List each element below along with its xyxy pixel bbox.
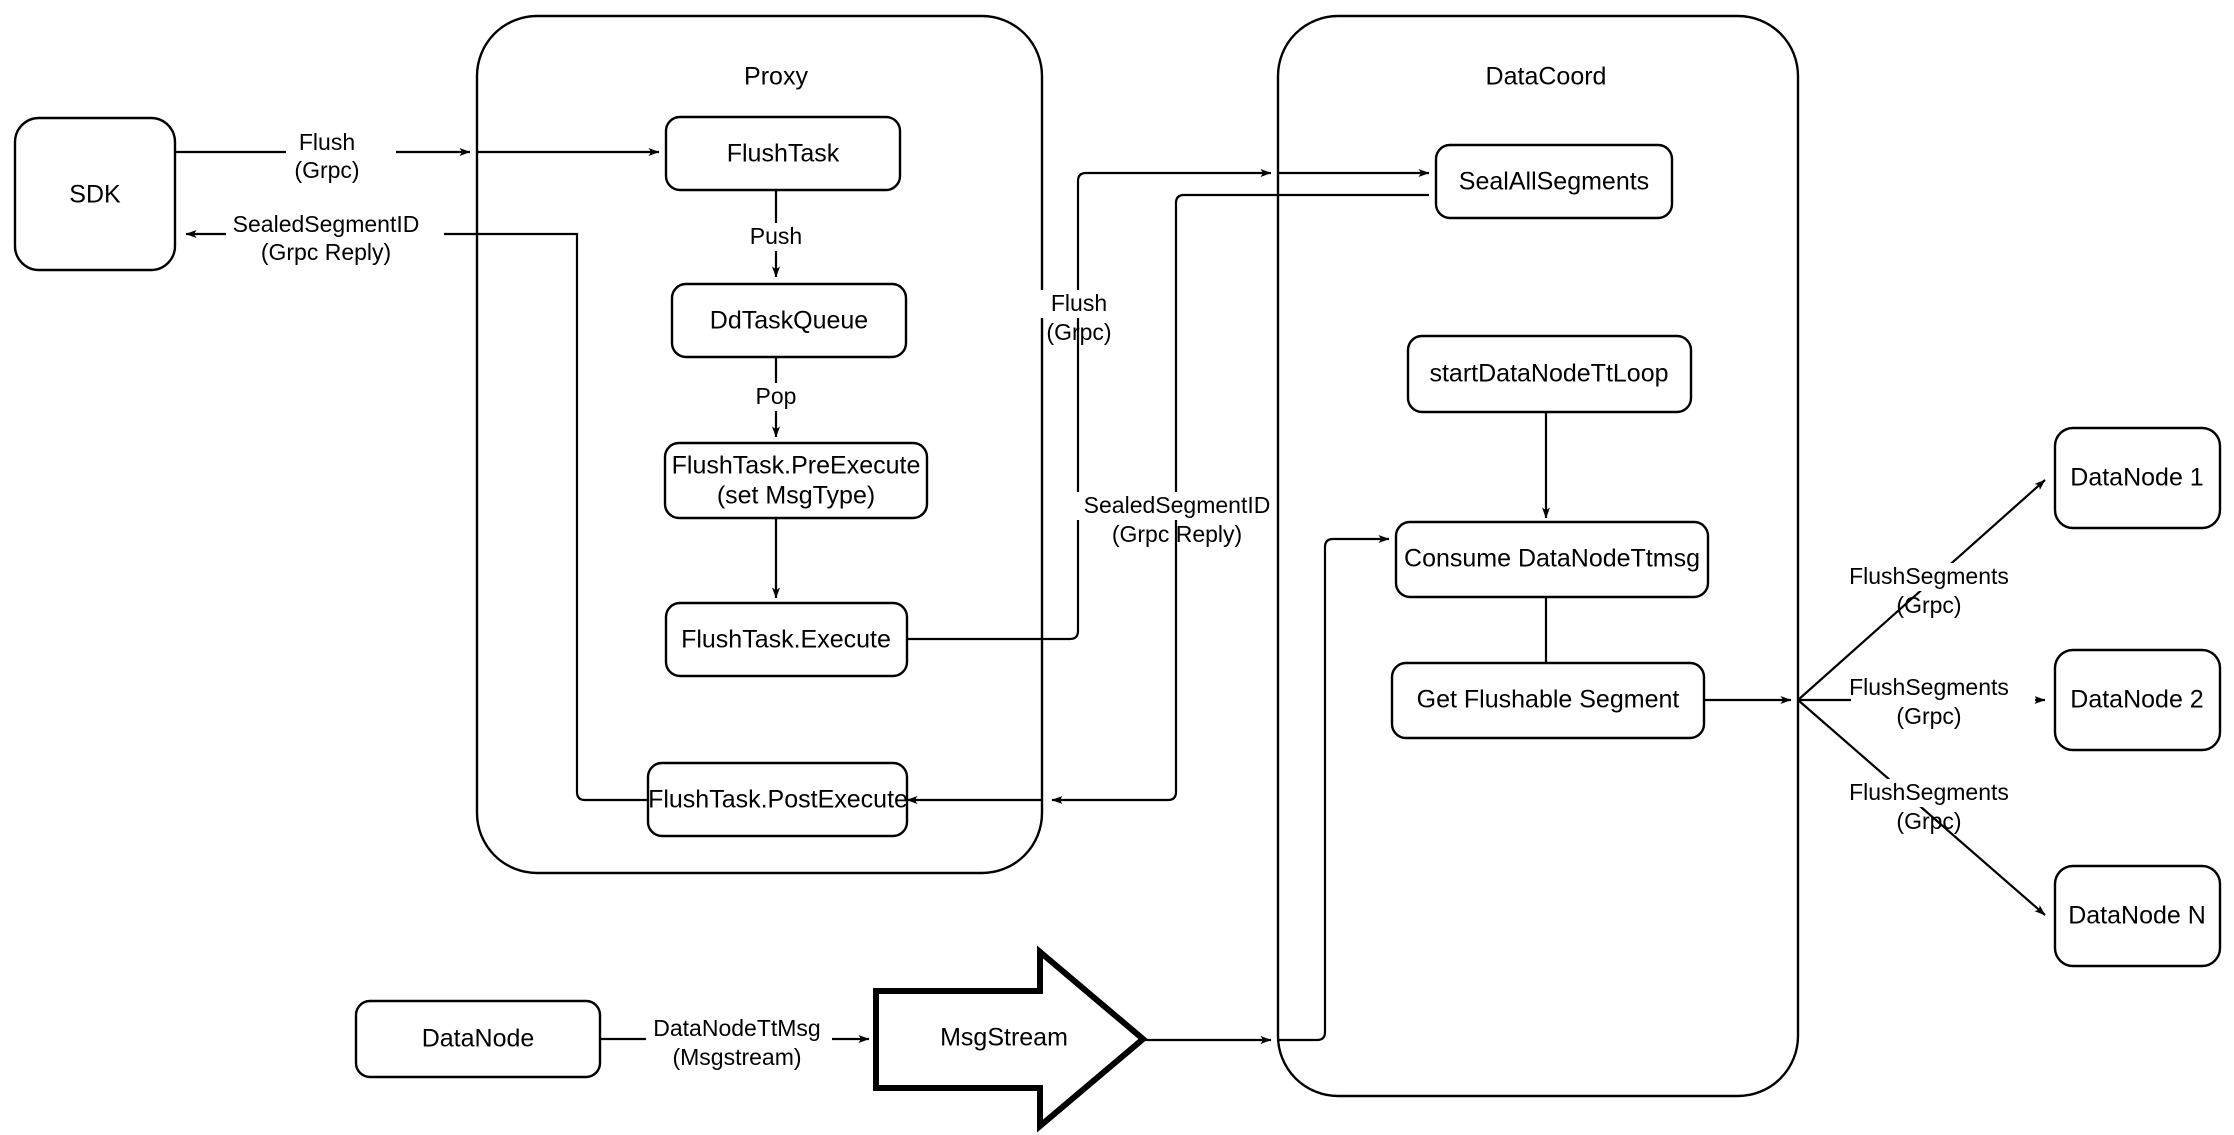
- proxy-to-sdk-label-line1: SealedSegmentID: [233, 211, 420, 237]
- container-datacoord: DataCoord: [1276, 14, 1800, 1098]
- datanode-n-box[interactable]: [2053, 864, 2222, 968]
- label-datacoord-to-proxy: SealedSegmentID (Grpc Reply): [1075, 492, 1271, 547]
- flush-segments-2-label-line2: (Grpc): [1896, 703, 1961, 729]
- node-dd-task-queue[interactable]: DdTaskQueue: [670, 282, 908, 359]
- label-sdk-to-proxy: Flush (Grpc): [286, 128, 396, 183]
- node-flush-task-post-execute[interactable]: FlushTask.PostExecute: [646, 761, 909, 838]
- flush-segments-n-label-line1: FlushSegments: [1849, 779, 2009, 805]
- edge-execute-to-datacoord: [907, 169, 1272, 641]
- start-datanode-tt-loop-label: startDataNodeTtLoop: [1429, 360, 1668, 388]
- datanode-1-box[interactable]: [2053, 426, 2222, 530]
- flush-task-execute-label: FlushTask.Execute: [681, 626, 891, 654]
- datacoord-to-proxy-label-line1: SealedSegmentID: [1084, 492, 1271, 518]
- start-datanode-tt-loop-box[interactable]: [1406, 334, 1693, 414]
- edge-hub-to-datanoden: [1797, 699, 2046, 916]
- datanode-source-box[interactable]: [354, 999, 602, 1079]
- label-mask: [1075, 492, 1271, 520]
- get-flushable-segment-label: Get Flushable Segment: [1417, 686, 1680, 714]
- datanode-ttmsg-label-line1: DataNodeTtMsg: [653, 1015, 820, 1041]
- datacoord-to-proxy-label-line2: (Grpc Reply): [1112, 521, 1242, 547]
- proxy-to-datacoord-label-line2: (Grpc): [1046, 319, 1111, 345]
- node-start-datanode-tt-loop[interactable]: startDataNodeTtLoop: [1406, 334, 1693, 414]
- node-consume-datanode-ttmsg[interactable]: Consume DataNodeTtmsg: [1394, 520, 1710, 599]
- proxy-container-title: Proxy: [744, 63, 808, 91]
- proxy-to-datacoord-label-line1: Flush: [1051, 290, 1107, 316]
- label-mask: [749, 383, 805, 411]
- label-mask: [1851, 674, 2035, 702]
- edge-postexecute-to-sdk: [185, 230, 648, 802]
- flush-segments-n-label-line2: (Grpc): [1896, 808, 1961, 834]
- datacoord-container-border: [1276, 14, 1800, 1098]
- label-mask: [1038, 290, 1124, 318]
- flush-segments-1-label-line2: (Grpc): [1896, 592, 1961, 618]
- node-seal-all-segments[interactable]: SealAllSegments: [1434, 143, 1674, 220]
- node-datanode-2[interactable]: DataNode 2: [2053, 648, 2222, 752]
- datanode-source-label: DataNode: [422, 1025, 535, 1053]
- label-mask: [226, 210, 444, 238]
- label-mask: [286, 128, 396, 156]
- flush-task-pre-execute-label-line1: FlushTask.PreExecute: [672, 452, 921, 480]
- push-label: Push: [750, 223, 802, 249]
- flush-task-box[interactable]: [664, 115, 902, 192]
- datanode-2-box[interactable]: [2053, 648, 2222, 752]
- datanode-ttmsg-label-line2: (Msgstream): [672, 1044, 801, 1070]
- seal-all-segments-box[interactable]: [1434, 143, 1674, 220]
- datanode-2-label: DataNode 2: [2070, 686, 2203, 714]
- node-datanode-n[interactable]: DataNode N: [2053, 864, 2222, 968]
- datanode-n-label: DataNode N: [2068, 902, 2206, 930]
- label-mask: [743, 223, 809, 251]
- flush-segments-2-label-line1: FlushSegments: [1849, 674, 2009, 700]
- datacoord-container-title: DataCoord: [1486, 63, 1607, 91]
- sdk-to-proxy-label-line2: (Grpc): [294, 157, 359, 183]
- label-flush-segments-n: FlushSegments (Grpc): [1849, 779, 2035, 834]
- get-flushable-segment-box[interactable]: [1390, 661, 1706, 740]
- flush-task-label: FlushTask: [727, 140, 840, 168]
- msgstream-arrow-shape[interactable]: [873, 945, 1148, 1133]
- flush-segments-1-label-line1: FlushSegments: [1849, 563, 2009, 589]
- node-datanode-1[interactable]: DataNode 1: [2053, 426, 2222, 530]
- edge-datacoord-entry-to-consume: [1278, 535, 1390, 1042]
- consume-datanode-ttmsg-box[interactable]: [1394, 520, 1710, 599]
- node-flush-task-pre-execute[interactable]: FlushTask.PreExecute (set MsgType): [663, 441, 929, 520]
- proxy-to-sdk-label-line2: (Grpc Reply): [261, 239, 391, 265]
- node-sdk[interactable]: SDK: [13, 116, 177, 272]
- label-proxy-to-sdk: SealedSegmentID (Grpc Reply): [226, 210, 444, 265]
- node-msgstream[interactable]: MsgStream: [873, 945, 1148, 1133]
- flush-task-post-execute-label: FlushTask.PostExecute: [648, 786, 908, 814]
- flush-task-pre-execute-box[interactable]: [663, 441, 929, 520]
- label-flush-segments-1: FlushSegments (Grpc): [1849, 563, 2035, 618]
- datanode-1-label: DataNode 1: [2070, 464, 2203, 492]
- sdk-to-proxy-label-line1: Flush: [299, 129, 355, 155]
- sdk-label: SDK: [69, 181, 121, 209]
- proxy-container-border: [475, 14, 1044, 875]
- node-datanode-source[interactable]: DataNode: [354, 999, 602, 1079]
- container-proxy: Proxy: [475, 14, 1044, 875]
- node-get-flushable-segment[interactable]: Get Flushable Segment: [1390, 661, 1706, 740]
- label-mask: [1851, 563, 2035, 591]
- flush-task-post-execute-box[interactable]: [646, 761, 909, 838]
- dd-task-queue-box[interactable]: [670, 282, 908, 359]
- node-flush-task-execute[interactable]: FlushTask.Execute: [664, 601, 909, 678]
- sdk-box[interactable]: [13, 116, 177, 272]
- label-pop: Pop: [749, 383, 805, 411]
- dd-task-queue-label: DdTaskQueue: [710, 307, 868, 335]
- label-push: Push: [743, 223, 809, 251]
- node-flush-task[interactable]: FlushTask: [664, 115, 902, 192]
- label-mask: [646, 1015, 832, 1043]
- pop-label: Pop: [756, 383, 797, 409]
- label-mask: [1851, 779, 2035, 807]
- flush-task-execute-box[interactable]: [664, 601, 909, 678]
- label-datanode-ttmsg: DataNodeTtMsg (Msgstream): [646, 1015, 832, 1070]
- seal-all-segments-label: SealAllSegments: [1459, 168, 1649, 196]
- label-flush-segments-2: FlushSegments (Grpc): [1849, 674, 2035, 729]
- flush-task-pre-execute-label-line2: (set MsgType): [717, 482, 875, 510]
- msgstream-label: MsgStream: [940, 1024, 1068, 1052]
- consume-datanode-ttmsg-label: Consume DataNodeTtmsg: [1404, 545, 1700, 573]
- label-proxy-to-datacoord: Flush (Grpc): [1038, 290, 1124, 345]
